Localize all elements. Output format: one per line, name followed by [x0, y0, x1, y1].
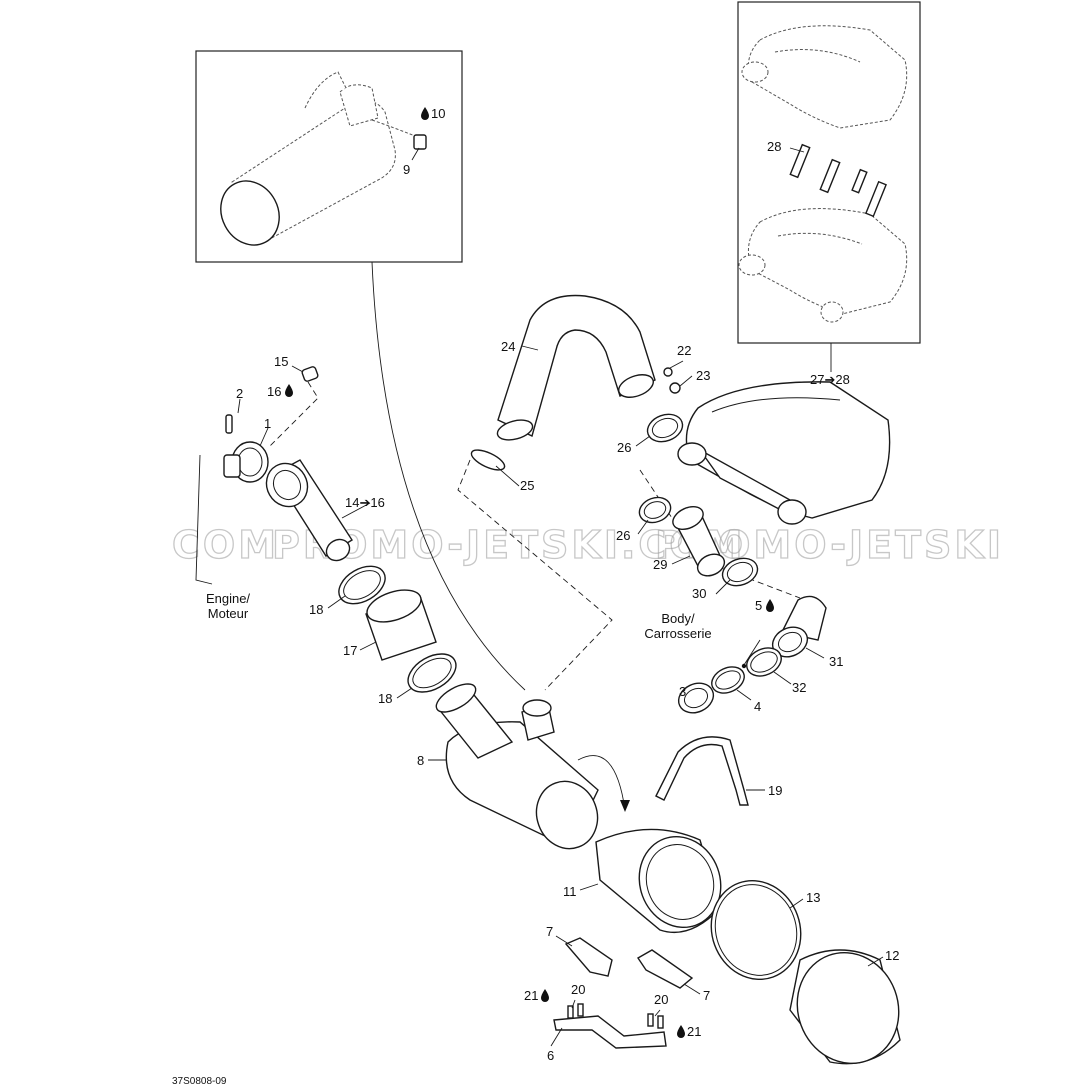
- engine-reference-line: [195, 454, 213, 585]
- liquid-drop-icon: [766, 599, 774, 612]
- part-3-nut: [677, 682, 715, 714]
- part-14-adapter: [265, 459, 353, 562]
- callout-10: 10: [431, 106, 445, 121]
- cover-arrow-line: [577, 755, 626, 811]
- body-reference-line: [743, 639, 761, 666]
- callout-22: 22: [677, 343, 691, 358]
- inset-muffler-sensor: [220, 71, 427, 246]
- callout-30: 30: [692, 586, 706, 601]
- callout-20-left: 20: [571, 982, 585, 997]
- part-7-bracket-left: [564, 937, 613, 977]
- watermark-left: COM: [172, 523, 279, 567]
- part-12-endcap: [789, 949, 901, 1065]
- callout-13: 13: [806, 890, 820, 905]
- callout-15: 15: [274, 354, 288, 369]
- part-18-clamp-lower: [407, 653, 457, 693]
- callout-18-lower: 18: [378, 691, 392, 706]
- part-18-clamp-upper: [338, 565, 386, 605]
- callout-2: 2: [236, 386, 243, 401]
- callout-23: 23: [696, 368, 710, 383]
- part-26-clamp-upper: [646, 413, 684, 443]
- callout-28: 28: [767, 139, 781, 154]
- drawing-reference-number: 37S0808-09: [172, 1076, 227, 1087]
- callout-12: 12: [885, 948, 899, 963]
- part-24-hose: [496, 294, 656, 441]
- body-note-line2: Carrosserie: [644, 626, 711, 641]
- sensor-part-9: [413, 134, 427, 150]
- part-26-clamp-lower: [638, 496, 672, 524]
- callout-31: 31: [829, 654, 843, 669]
- liquid-drop-icon: [285, 384, 293, 397]
- foam-strips-28: [789, 143, 887, 218]
- part-8-muffler: [435, 683, 599, 850]
- callout-1: 1: [264, 416, 271, 431]
- callout-4: 4: [754, 699, 761, 714]
- part-7-bracket-right: [637, 949, 694, 989]
- part-13-band: [710, 879, 802, 981]
- hose-routing-dash: [457, 459, 613, 691]
- engine-note-line1: Engine/: [206, 591, 250, 606]
- callout-32: 32: [792, 680, 806, 695]
- callout-21-left: 21: [524, 988, 538, 1003]
- callout-29: 29: [653, 557, 667, 572]
- callout-26-upper: 26: [617, 440, 631, 455]
- part-15-plug: [301, 366, 319, 382]
- callout-21-right: 21: [687, 1024, 701, 1039]
- callout-16: 16: [267, 384, 281, 399]
- part-6-support: [553, 1003, 667, 1049]
- callout-27-28: 27➔28: [810, 372, 850, 387]
- part-11-cover: [595, 828, 722, 934]
- callout-18-upper: 18: [309, 602, 323, 617]
- liquid-drop-icon: [421, 107, 429, 120]
- callout-7-left: 7: [546, 924, 553, 939]
- part-19-strap: [655, 736, 749, 806]
- part-32-gasket: [746, 647, 782, 677]
- part-25-ring: [470, 449, 506, 471]
- callout-19: 19: [768, 783, 782, 798]
- part-1-clamp: [223, 441, 269, 483]
- callout-20-right: 20: [654, 992, 668, 1007]
- callout-7-right: 7: [703, 988, 710, 1003]
- inset-reference-line: [371, 261, 526, 691]
- callout-5: 5: [755, 598, 762, 613]
- callout-8: 8: [417, 753, 424, 768]
- part-17-sleeve: [365, 589, 437, 661]
- callout-26-lower: 26: [616, 528, 630, 543]
- notes: Engine/ Moteur Body/ Carrosserie: [206, 591, 712, 641]
- callout-labels: 1 2 3 4 5 6 7 7 8 9 10 11 12 13 14➔16 15…: [236, 106, 899, 1063]
- part-4-gasket: [711, 666, 745, 694]
- part-22-23-fasteners: [663, 367, 681, 394]
- callout-17: 17: [343, 643, 357, 658]
- part-29-sleeve: [672, 505, 726, 577]
- liquid-drop-icon: [677, 1025, 685, 1038]
- leader-lines: [237, 147, 884, 1047]
- watermark-main: PROMO-JETSKI.COM: [272, 523, 745, 567]
- callout-6: 6: [547, 1048, 554, 1063]
- engine-note-line2: Moteur: [208, 606, 249, 621]
- callout-9: 9: [403, 162, 410, 177]
- body-note-line1: Body/: [661, 611, 695, 626]
- inset-resonator: [738, 25, 908, 323]
- callout-24: 24: [501, 339, 515, 354]
- part-2-stud: [225, 414, 233, 434]
- callout-3: 3: [679, 684, 686, 699]
- part-30-clamp: [721, 557, 759, 587]
- part-27-resonator: [677, 381, 891, 525]
- liquid-drop-icon: [541, 989, 549, 1002]
- callout-25: 25: [520, 478, 534, 493]
- callout-14-16: 14➔16: [345, 495, 385, 510]
- watermark: COM PROMO-JETSKI.COM PROMO-JETSKI: [171, 522, 1001, 567]
- callout-11: 11: [563, 884, 577, 899]
